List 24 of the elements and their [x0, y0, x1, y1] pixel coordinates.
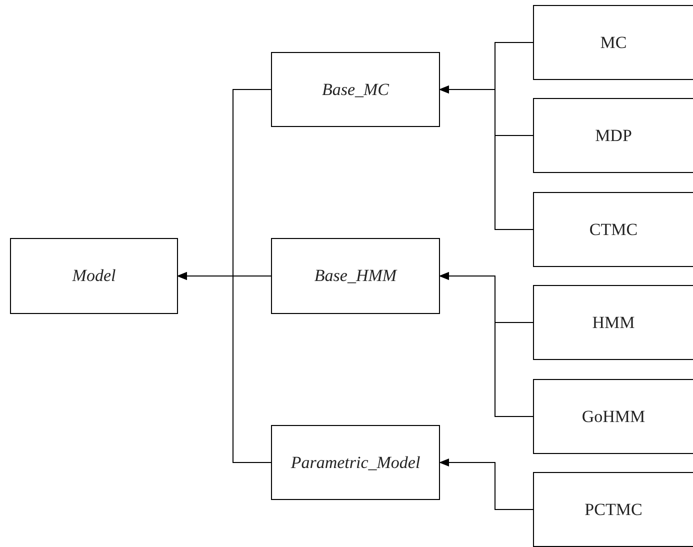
class-box [533, 98, 693, 173]
class-name: Model [72, 266, 116, 286]
class-box [533, 285, 693, 360]
arrow [439, 458, 534, 510]
class-box [271, 425, 440, 500]
class-box [10, 238, 178, 314]
class-name: Base_HMM [314, 266, 397, 286]
class-box [271, 52, 440, 127]
class-box [533, 472, 693, 547]
class-name: Parametric_Model [290, 452, 420, 472]
class-name: GoHMM [582, 406, 646, 426]
class-name: MDP [595, 126, 632, 146]
class-name: Base_MC [322, 80, 390, 100]
class-box [533, 379, 693, 454]
class-name: PCTMC [584, 500, 642, 520]
arrow [439, 272, 534, 417]
arrow [177, 272, 272, 463]
class-name: HMM [592, 312, 635, 332]
class-box [533, 5, 693, 80]
class-box [271, 238, 440, 314]
class-name: MC [600, 32, 627, 52]
class-box [533, 192, 693, 267]
arrow [439, 86, 534, 230]
class-name: CTMC [589, 220, 638, 240]
